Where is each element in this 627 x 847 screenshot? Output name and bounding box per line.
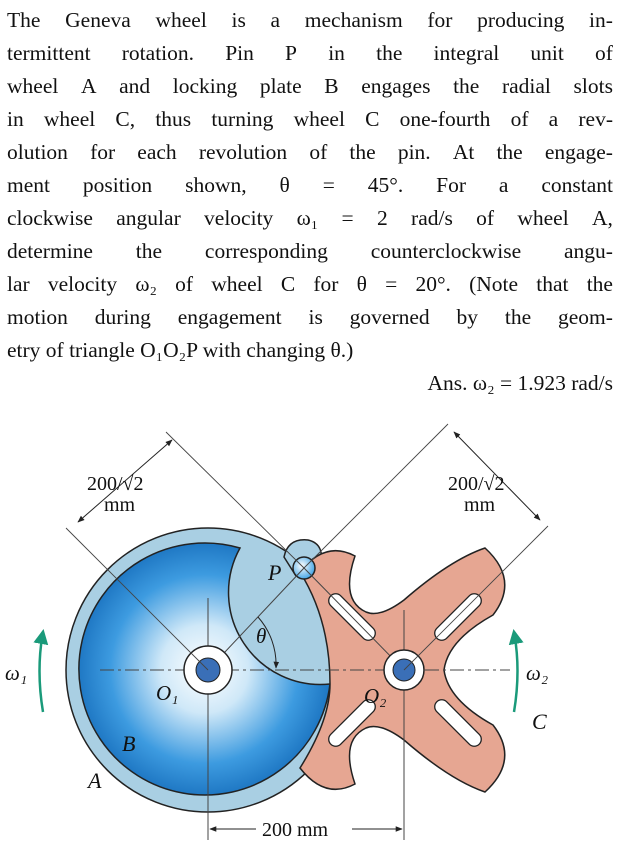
dim-bottom-gap [256, 818, 352, 840]
wheel-a-label: A [86, 768, 102, 793]
ext-left-b [65, 527, 209, 671]
plate-b-label: B [122, 731, 135, 756]
ext-right-a [303, 423, 449, 569]
omega2-label: ω₂ [526, 661, 548, 685]
problem-line-11: etry of triangle O₁O₂P with changing θ.) [7, 338, 354, 362]
slot-4 [434, 699, 482, 747]
dim-bottom-label: 200 mm [262, 819, 329, 841]
dim-right-label: 200/√2 [448, 473, 505, 495]
omega2-arrow [508, 629, 524, 713]
wheel-c-label: C [532, 709, 547, 734]
theta-label: θ [256, 624, 266, 648]
dim-left-unit: mm [104, 494, 136, 516]
dim-left-label: 200/√2 [87, 473, 144, 495]
o2-to-pin-line [303, 567, 405, 671]
ext-right-b [403, 525, 549, 671]
dim-left [77, 439, 173, 523]
theta-arc [257, 616, 280, 669]
slot-3 [328, 699, 376, 747]
dim-right-unit: mm [464, 494, 496, 516]
omega1-arrow [33, 629, 49, 713]
ext-left-a [165, 431, 305, 569]
o1-label: O₁ [156, 681, 178, 705]
omega1-label: ω₁ [5, 661, 27, 685]
dim-right [453, 431, 541, 521]
o2-label: O₂ [364, 684, 386, 708]
slot-2 [434, 593, 482, 641]
answer-line: Ans. ω₂ = 1.923 rad/s [427, 371, 613, 395]
pin-label: P [267, 560, 281, 585]
geneva-wheel-figure: 200/√2 mm 200/√2 mm 200 mm P θ ω₁ ω₂ O₁ … [5, 423, 549, 841]
